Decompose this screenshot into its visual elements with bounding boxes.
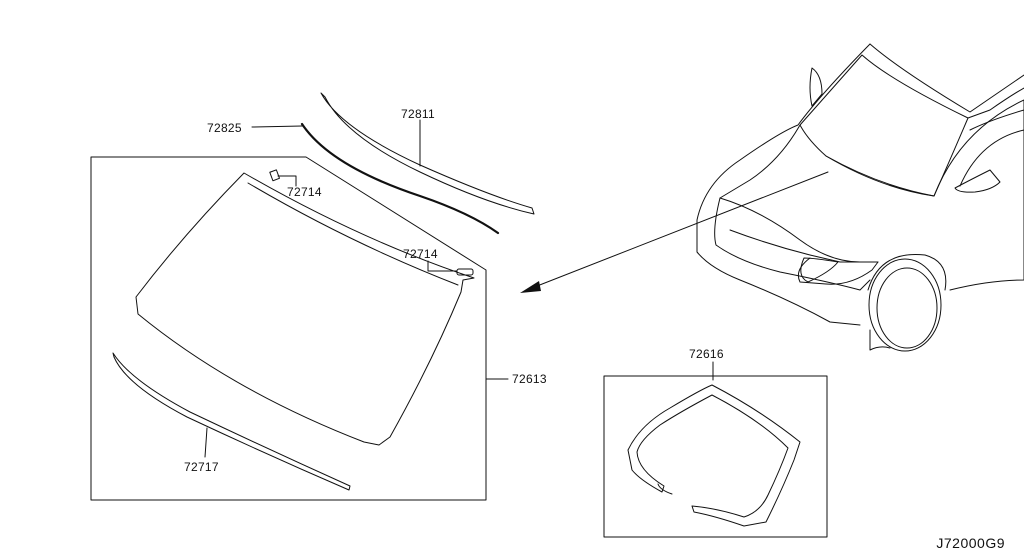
leader-72714-b — [427, 260, 458, 272]
vehicle-illustration — [696, 43, 1024, 352]
part-label-72714-a: 72714 — [287, 185, 322, 199]
seal-box-frame — [603, 375, 828, 538]
arrowhead — [520, 281, 541, 293]
windshield-assembly-frame — [90, 156, 487, 501]
part-label-72717: 72717 — [184, 460, 219, 474]
leader-72714-a — [277, 175, 297, 187]
diagram-code: J72000G9 — [936, 535, 1005, 551]
lower-moulding-72717[interactable] — [112, 352, 351, 491]
part-label-72714-b: 72714 — [403, 247, 438, 261]
leader-72717 — [204, 427, 208, 458]
leader-72825 — [251, 125, 303, 128]
part-label-72825: 72825 — [207, 121, 242, 135]
clip-72714-a[interactable] — [269, 169, 280, 182]
windshield-glass[interactable] — [135, 172, 475, 446]
part-label-72613: 72613 — [512, 372, 547, 386]
part-label-72811: 72811 — [401, 107, 435, 121]
direction-arrow — [531, 171, 829, 289]
seal-72616[interactable] — [627, 384, 801, 527]
part-label-72616: 72616 — [689, 347, 724, 361]
upper-moulding-72811[interactable] — [320, 92, 535, 215]
upper-seal-72825[interactable] — [300, 122, 500, 235]
clip-72714-b[interactable] — [456, 268, 474, 276]
seal-end-cap — [657, 483, 673, 495]
